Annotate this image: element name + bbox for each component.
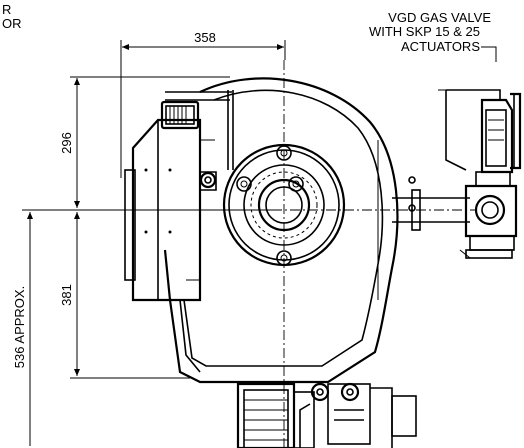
top-component [160,100,200,130]
burner-housing [163,77,399,384]
dimension-296-label: 296 [59,132,74,154]
valve-label-line1: VGD GAS VALVE [388,10,491,25]
dimension-358-label: 358 [194,30,216,45]
bottom-motor [236,382,417,448]
pressure-switch [199,90,234,191]
dimension-heights: 296 381 [22,76,280,379]
corner-text-line2: OR [2,16,22,31]
gas-valve-assembly [392,89,522,259]
valve-leader-line [481,46,497,62]
dimension-width: 358 [120,30,286,178]
valve-label-line2: WITH SKP 15 & 25 [369,24,480,39]
valve-label-line3: ACTUATORS [401,39,480,54]
control-box [124,118,215,373]
dimension-536-label: 536 APPROX. [12,286,27,368]
dimension-381-label: 381 [59,284,74,306]
dimension-total-height: 536 APPROX. [12,212,33,446]
corner-text-line1: R [2,2,11,17]
